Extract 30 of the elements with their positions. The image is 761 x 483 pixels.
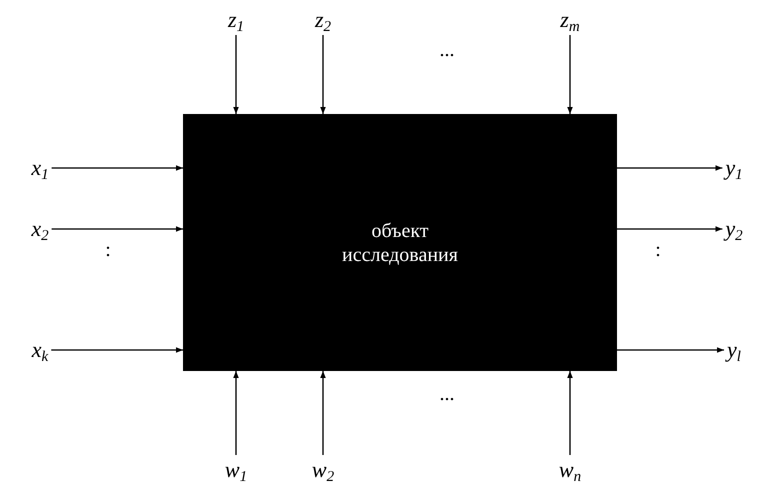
variable-label: w$_{1}$: [224, 458, 248, 482]
arrow: [320, 371, 326, 455]
variable-label: y$_{l}$: [727, 338, 741, 362]
ellipsis-label: ...: [440, 40, 454, 60]
arrow: [233, 371, 239, 455]
ellipsis-label: :: [105, 240, 111, 260]
arrow: [52, 165, 183, 171]
arrow: [617, 226, 722, 232]
ellipsis-label: :: [655, 240, 661, 260]
arrow: [320, 35, 326, 114]
arrow: [233, 35, 239, 114]
arrow: [52, 226, 183, 232]
arrow: [617, 165, 722, 171]
variable-label: w$_{2}$: [312, 458, 334, 482]
arrow: [51, 347, 183, 353]
variable-label: y$_{1}$: [725, 156, 743, 180]
ellipsis-label: ...: [440, 384, 454, 404]
variable-label: z$_{m}$: [560, 8, 580, 32]
variable-label: y$_{2}$: [725, 217, 743, 241]
variable-label: x$_{1}$: [31, 156, 49, 180]
variable-label: z$_{1}$: [228, 8, 244, 32]
arrow: [567, 371, 573, 455]
object-box: [183, 114, 617, 371]
box-label: объект исследования: [341, 218, 459, 266]
arrow: [567, 35, 573, 114]
variable-label: w$_{n}$: [558, 458, 582, 482]
variable-label: x$_{2}$: [31, 217, 49, 241]
variable-label: x$_{k}$: [32, 338, 48, 362]
arrow: [617, 347, 724, 353]
variable-label: z$_{2}$: [314, 8, 332, 32]
